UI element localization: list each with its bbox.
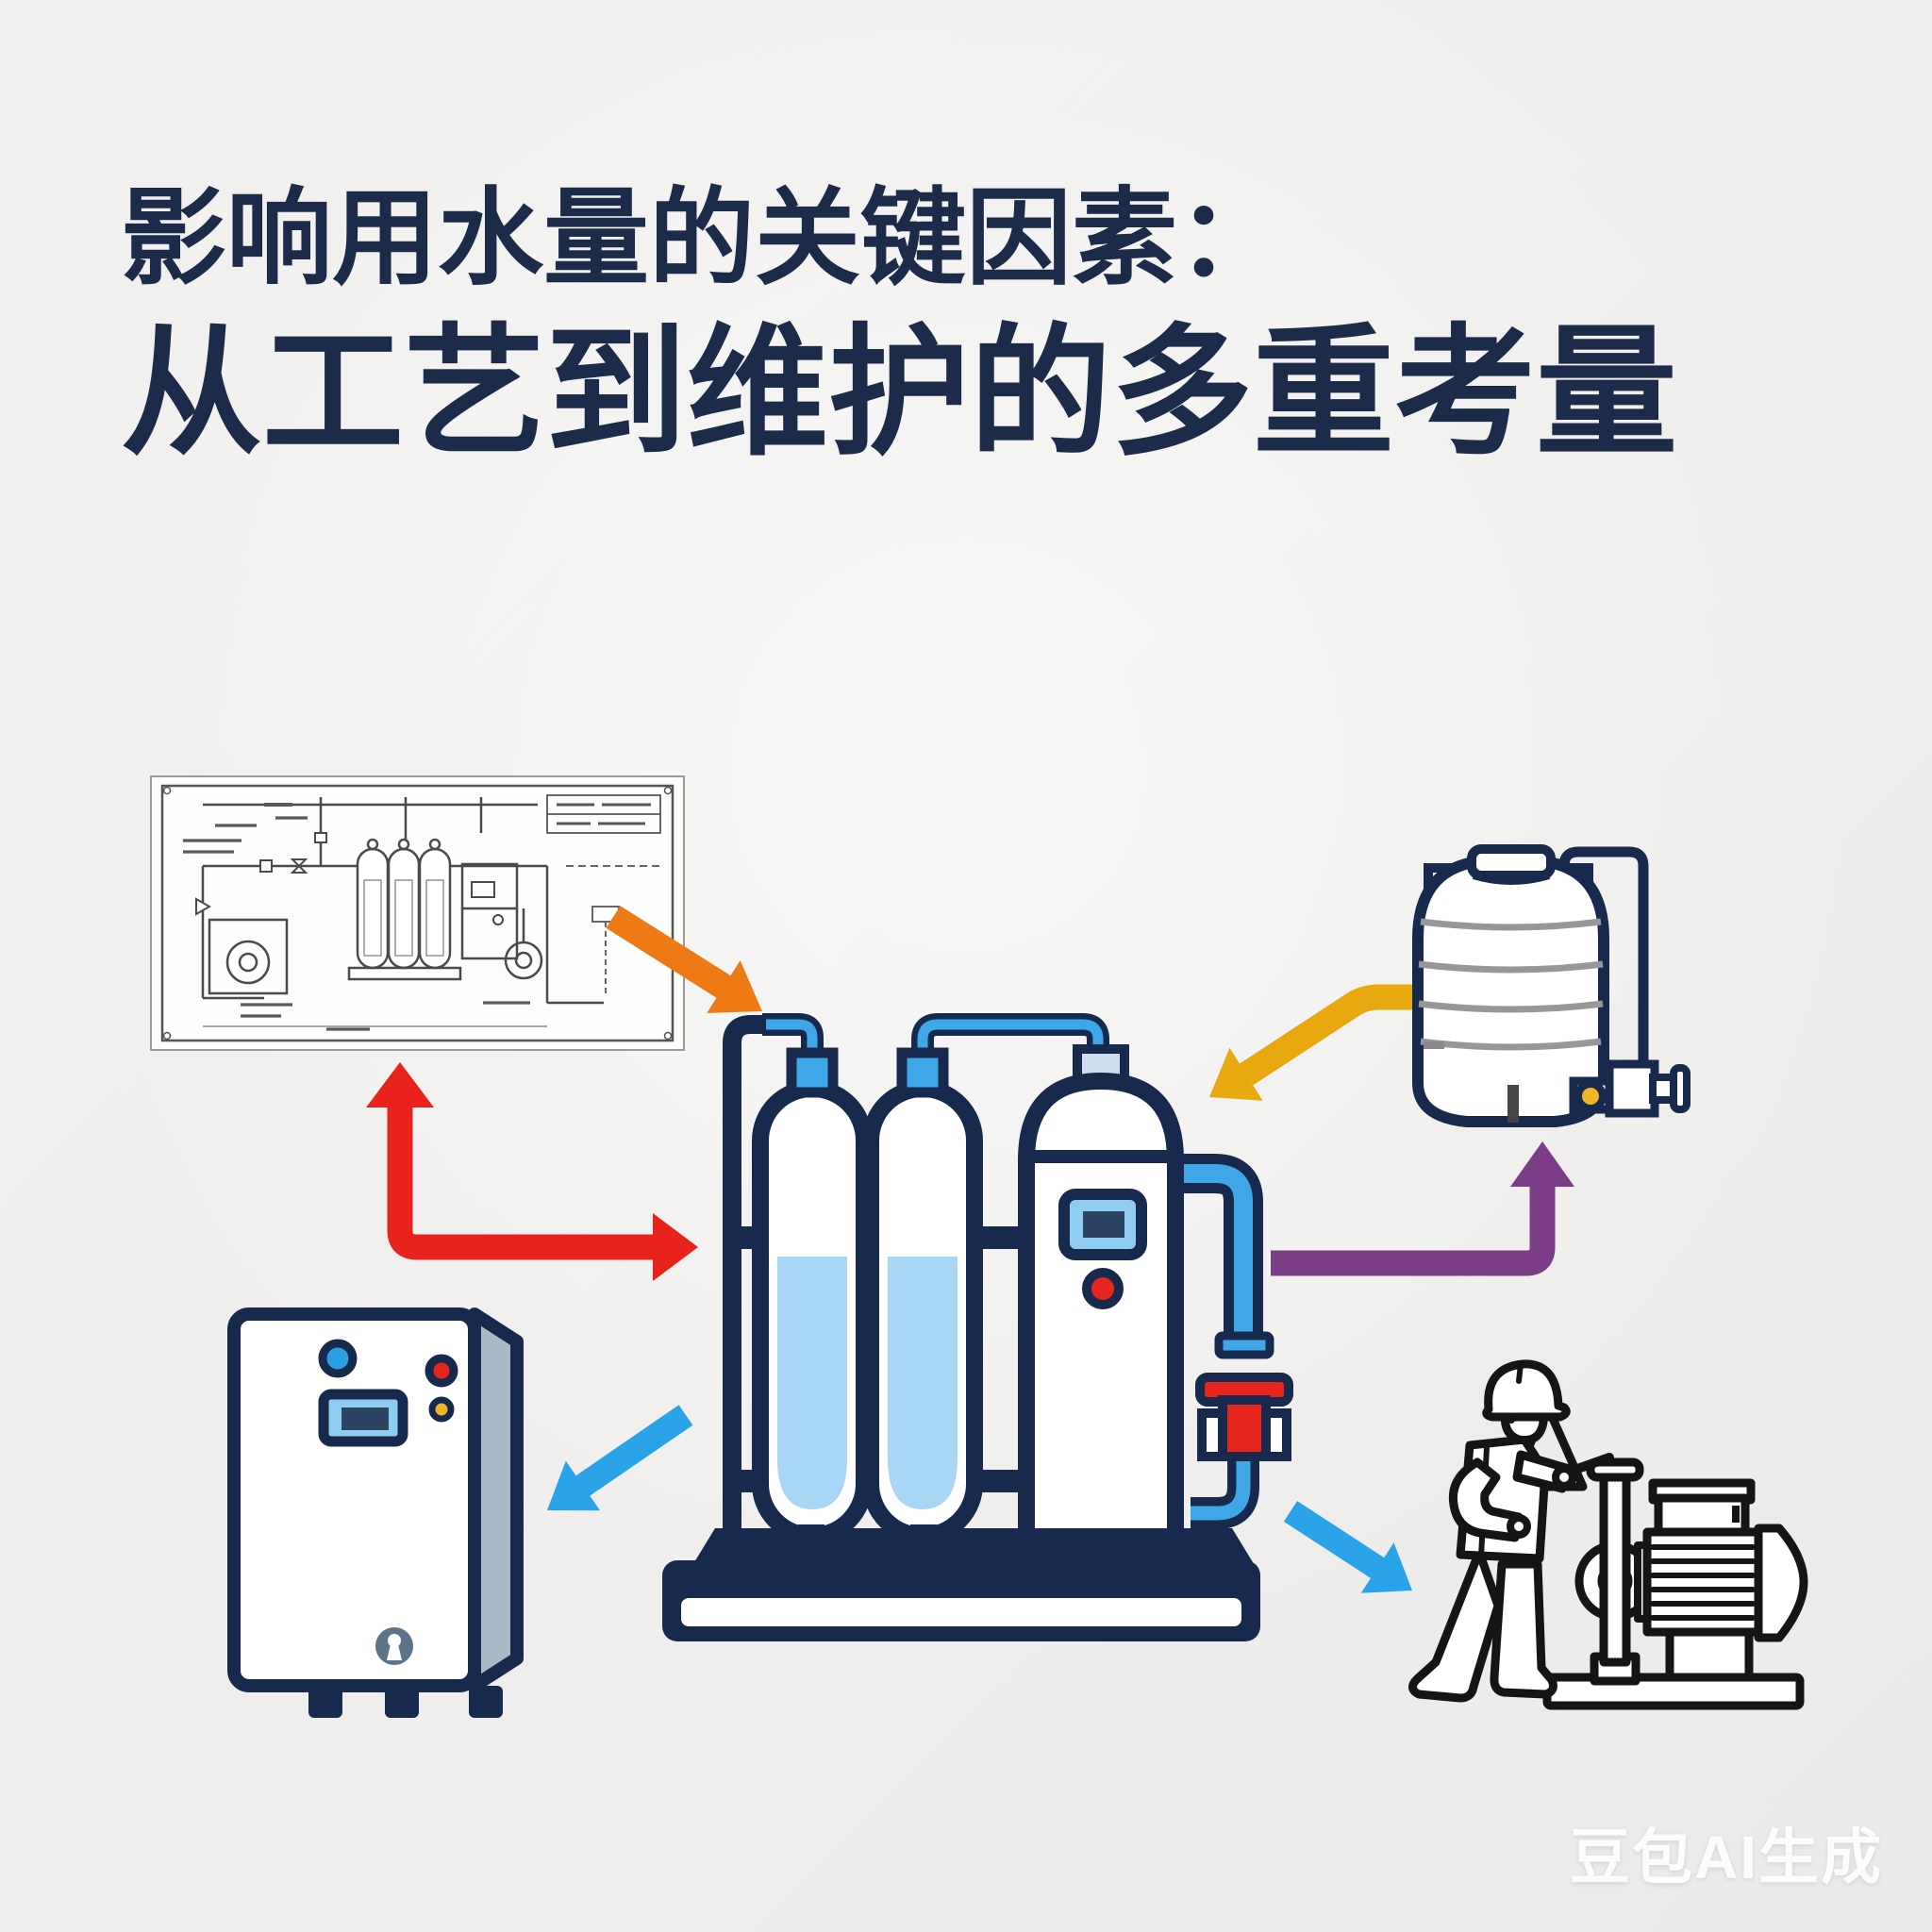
tank1-water — [777, 1257, 847, 1509]
arrow-red-head-right — [653, 1213, 698, 1281]
blueprint-valves — [195, 832, 327, 916]
blueprint-annotations — [183, 803, 530, 1031]
water-treatment-unit-icon — [662, 1013, 1293, 1641]
pump-riser-pipe — [1599, 1473, 1631, 1667]
arrow-orange — [606, 906, 762, 1013]
tank-bottom-mark — [1507, 1085, 1519, 1123]
pressure-vessel — [1018, 1044, 1263, 1567]
cabinet-front — [227, 1307, 481, 1692]
arrow-purple — [1271, 1141, 1574, 1276]
tank-outlet-pipe — [1558, 846, 1649, 1062]
arrow-red-head-up — [366, 1062, 434, 1108]
process-blueprint-icon — [150, 775, 685, 1051]
arrow-yellow-head — [1209, 1047, 1263, 1101]
title-line-1: 影响用水量的关键因素： — [121, 179, 1283, 297]
arrow-blue-left — [547, 1405, 693, 1511]
title-line-2: 从工艺到维护的多重考量 — [121, 313, 1678, 473]
tank1-elbow-pipe — [766, 1019, 818, 1057]
blueprint-cabinet — [460, 862, 519, 960]
arch-pipe — [917, 1019, 1104, 1060]
cabinet-keyhole — [375, 1627, 413, 1665]
cabinet-display-screen — [341, 1407, 389, 1430]
arrow-yellow-shaft — [1239, 984, 1415, 1086]
cabinet-feet — [308, 1686, 503, 1718]
tank2-cap — [896, 1047, 949, 1098]
hard-hat-icon — [1482, 1359, 1571, 1422]
valve-body — [1218, 1395, 1271, 1461]
filter-tank-1 — [752, 1013, 873, 1544]
arrow-red-shaft — [387, 1096, 660, 1260]
pump-icon — [1542, 1457, 1808, 1710]
arrow-yellow — [1209, 984, 1415, 1101]
pump-valve-handle — [1586, 1457, 1644, 1482]
vessel-display-screen — [1083, 1211, 1124, 1238]
cabinet-indicator-red — [425, 1354, 458, 1388]
worker-rear-leg — [1408, 1547, 1503, 1703]
pipe-collar — [1214, 1331, 1274, 1359]
worker-icon — [1408, 1359, 1614, 1703]
tank-lid — [1467, 844, 1556, 880]
worker-arm-near — [1448, 1457, 1524, 1542]
tank1-cap — [786, 1047, 839, 1098]
machine-valve — [1191, 1331, 1293, 1529]
blueprint-title-block — [546, 794, 661, 834]
valve-lower-pipe — [1191, 1457, 1251, 1521]
storage-tank-icon — [1412, 844, 1690, 1127]
arrow-red — [366, 1062, 698, 1281]
blueprint-pump-icon — [225, 908, 543, 985]
worker-front-leg — [1490, 1559, 1557, 1699]
arrow-blue-right — [1283, 1501, 1412, 1593]
cabinet-indicator-blue — [318, 1339, 358, 1378]
spigot-knob — [1574, 1080, 1607, 1112]
control-cabinet-icon — [227, 1307, 524, 1718]
blueprint-tanks — [347, 838, 462, 981]
page-title: 影响用水量的关键因素： 从工艺到维护的多重考量 — [121, 175, 1677, 471]
vessel-outlet-pipe — [1170, 1164, 1253, 1347]
watermark: 豆包AI生成 — [1570, 1824, 1883, 1891]
tank2-water — [888, 1257, 958, 1509]
tank-spigot — [1569, 1059, 1690, 1118]
tank-ribs — [1418, 918, 1604, 1051]
arrow-purple-head — [1510, 1141, 1574, 1187]
arrow-purple-shaft — [1271, 1181, 1556, 1276]
cabinet-indicator-amber — [428, 1396, 455, 1423]
machine-frame — [723, 1015, 768, 1641]
vessel-red-button — [1082, 1268, 1124, 1309]
maintenance-scene-icon — [1408, 1359, 1808, 1710]
machine-base — [662, 1524, 1260, 1641]
